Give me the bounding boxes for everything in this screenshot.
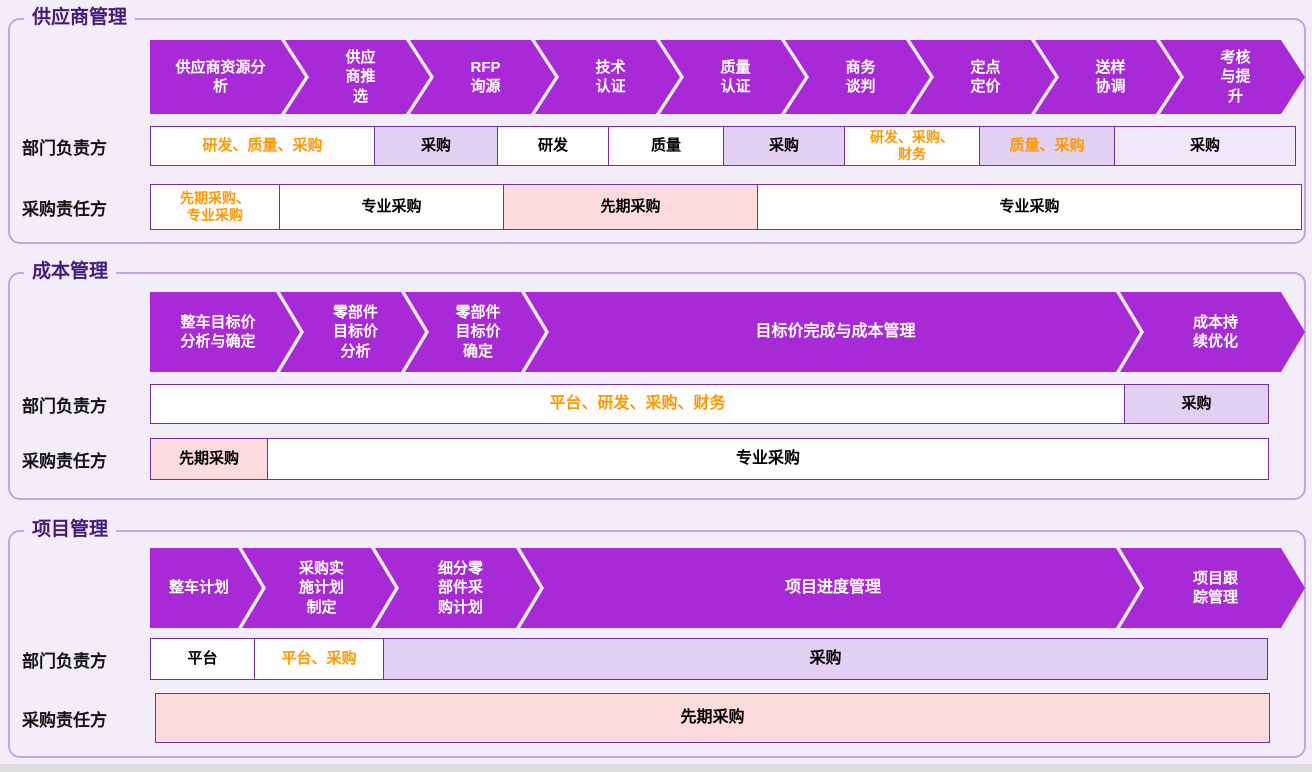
process-step-label: RFP 询源 — [470, 58, 501, 95]
process-step-arrow: 质量 认证 — [660, 40, 805, 114]
dept-cell: 采购 — [1114, 126, 1296, 166]
process-step-label: 细分零 部件采 购计划 — [437, 559, 483, 616]
procurement-row: 先期采购 专业采购 — [150, 438, 1269, 480]
process-step-label: 供应 商推 选 — [345, 48, 376, 105]
process-step-label: 零部件 目标价 分析 — [332, 303, 378, 360]
dept-cell: 平台、研发、采购、财务 — [150, 384, 1125, 424]
process-step-label: 考核 与提 升 — [1220, 48, 1251, 105]
process-step-arrow: RFP 询源 — [410, 40, 555, 114]
project-process-flow: 整车计划 采购实 施计划 制定 细分零 部件采 购计划 项目进度管理 项目跟 踪… — [150, 548, 1305, 628]
dept-cell: 平台 — [150, 638, 255, 680]
section-title-cost: 成本管理 — [24, 260, 117, 285]
row-label-procurement: 采购责任方 — [22, 451, 107, 471]
dept-cell: 研发、质量、采购 — [150, 126, 375, 166]
process-step-arrow: 定点 定价 — [910, 40, 1055, 114]
process-step-label: 项目进度管理 — [784, 578, 881, 596]
process-step-arrow: 整车目标价 分析与确定 — [150, 292, 300, 372]
section-title-supplier: 供应商管理 — [24, 6, 136, 31]
department-row: 平台、研发、采购、财务 采购 — [150, 384, 1269, 424]
row-label-department: 部门负责方 — [22, 138, 107, 158]
department-row: 平台 平台、采购 采购 — [150, 638, 1268, 680]
process-step-label: 整车目标价 分析与确定 — [180, 313, 256, 350]
procurement-row: 先期采购、 专业采购 专业采购 先期采购 专业采购 — [150, 184, 1302, 230]
process-step-arrow: 零部件 目标价 确定 — [405, 292, 545, 372]
process-step-label: 定点 定价 — [970, 58, 1001, 95]
resp-cell: 先期采购 — [150, 438, 268, 480]
resp-cell: 专业采购 — [279, 184, 504, 230]
dept-cell: 采购 — [383, 638, 1268, 680]
dept-cell: 采购 — [723, 126, 845, 166]
process-step-arrow: 细分零 部件采 购计划 — [375, 548, 540, 628]
process-step-label: 零部件 目标价 确定 — [455, 303, 501, 360]
row-label-procurement: 采购责任方 — [22, 199, 107, 219]
process-step-label: 目标价完成与成本管理 — [755, 322, 916, 340]
process-step-arrow: 成本持 续优化 — [1120, 292, 1305, 372]
process-step-label: 送样 协调 — [1095, 58, 1126, 95]
process-step-arrow: 采购实 施计划 制定 — [242, 548, 395, 628]
process-step-label: 成本持 续优化 — [1192, 313, 1238, 350]
department-row: 研发、质量、采购 采购 研发 质量 采购 研发、采购、 财务 质量、采购 采购 — [150, 126, 1296, 166]
procurement-row: 先期采购 — [155, 693, 1270, 743]
process-step-label: 商务 谈判 — [845, 58, 876, 95]
dept-cell: 采购 — [374, 126, 498, 166]
section-supplier-management: 供应商管理 供应商资源分 析 供应 商推 选 RFP 询源 技术 认证 质量 认… — [8, 6, 1306, 244]
process-step-label: 供应商资源分 析 — [175, 58, 266, 95]
process-step-arrow: 项目进度管理 — [520, 548, 1140, 628]
dept-cell: 采购 — [1124, 384, 1269, 424]
process-step-label: 项目跟 踪管理 — [1192, 569, 1238, 606]
process-step-label: 采购实 施计划 制定 — [298, 559, 344, 616]
process-step-label: 技术 认证 — [595, 58, 626, 95]
resp-cell: 专业采购 — [757, 184, 1302, 230]
dept-cell: 研发、采购、 财务 — [844, 126, 980, 166]
resp-cell: 专业采购 — [267, 438, 1269, 480]
section-project-management: 项目管理 整车计划 采购实 施计划 制定 细分零 部件采 购计划 项目进度管理 … — [8, 518, 1306, 758]
resp-cell: 先期采购、 专业采购 — [150, 184, 280, 230]
section-title-project: 项目管理 — [24, 518, 117, 543]
process-step-arrow: 商务 谈判 — [785, 40, 930, 114]
dept-cell: 质量、采购 — [979, 126, 1115, 166]
dept-cell: 质量 — [608, 126, 724, 166]
row-label-department: 部门负责方 — [22, 396, 107, 416]
dept-cell: 研发 — [497, 126, 609, 166]
dept-cell: 平台、采购 — [254, 638, 384, 680]
process-step-arrow: 零部件 目标价 分析 — [280, 292, 425, 372]
section-cost-management: 成本管理 整车目标价 分析与确定 零部件 目标价 分析 零部件 目标价 确定 目… — [8, 260, 1306, 500]
process-step-arrow: 整车计划 — [150, 548, 262, 628]
process-step-label: 整车计划 — [168, 579, 229, 597]
process-step-arrow: 技术 认证 — [535, 40, 680, 114]
process-step-arrow: 项目跟 踪管理 — [1120, 548, 1305, 628]
resp-cell: 先期采购 — [155, 693, 1270, 743]
process-step-label: 质量 认证 — [720, 58, 751, 95]
row-label-department: 部门负责方 — [22, 651, 107, 671]
process-step-arrow: 供应 商推 选 — [285, 40, 430, 114]
process-step-arrow: 供应商资源分 析 — [150, 40, 305, 114]
resp-cell: 先期采购 — [503, 184, 758, 230]
row-label-procurement: 采购责任方 — [22, 710, 107, 730]
window-bottom-edge — [0, 764, 1312, 772]
process-step-arrow: 目标价完成与成本管理 — [525, 292, 1140, 372]
process-step-arrow: 考核 与提 升 — [1160, 40, 1305, 114]
process-step-arrow: 送样 协调 — [1035, 40, 1180, 114]
cost-process-flow: 整车目标价 分析与确定 零部件 目标价 分析 零部件 目标价 确定 目标价完成与… — [150, 292, 1305, 372]
supplier-process-flow: 供应商资源分 析 供应 商推 选 RFP 询源 技术 认证 质量 认证 商务 谈… — [150, 40, 1305, 114]
